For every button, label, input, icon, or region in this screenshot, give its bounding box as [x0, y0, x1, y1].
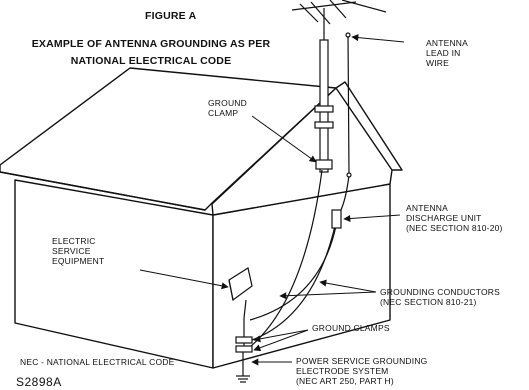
label-ground-clamps: GROUND CLAMPS [312, 323, 390, 333]
arrow-ground-clamp-1 [253, 329, 309, 343]
house-roof [0, 67, 337, 211]
ground-clamp-lower-2 [235, 345, 253, 353]
label-ground-clamp: GROUND CLAMP [208, 98, 247, 118]
arrow-ground-clamp [251, 115, 317, 163]
label-electric-service-equipment: ELECTRIC SERVICE EQUIPMENT [52, 236, 105, 266]
lead-wire-to-ground [249, 225, 337, 321]
arrow-service-equipment [139, 269, 229, 290]
house-front-wall [14, 179, 214, 369]
ground-clamp-on-mast [315, 159, 333, 170]
grounding-conductor-mast [249, 169, 323, 348]
ground-clamp-lower-1 [235, 336, 253, 344]
roof-edge-line [0, 171, 206, 211]
antenna [291, 0, 387, 173]
leader-lines [139, 34, 405, 366]
label-grounding-conductors: GROUNDING CONDUCTORS (NEC SECTION 810-21… [380, 287, 501, 307]
roof-ridge-edge [335, 81, 403, 171]
figure-subtitle-line-2: NATIONAL ELECTRICAL CODE [70, 55, 232, 67]
label-power-service-grounding: POWER SERVICE GROUNDING ELECTRODE SYSTEM… [296, 356, 428, 386]
mast-strap-2 [314, 121, 334, 129]
figure-code: S2898A [16, 375, 62, 389]
mast-strap-1 [314, 105, 334, 113]
antenna-boom [291, 1, 357, 11]
figure-subtitle: EXAMPLE OF ANTENNA GROUNDING AS PER NATI… [0, 36, 302, 70]
equipment [228, 209, 342, 353]
wires [236, 32, 352, 383]
figure-title: FIGURE A [145, 10, 197, 22]
nec-note: NEC - NATIONAL ELECTRICAL CODE [20, 357, 175, 367]
arrow-ground-clamp-2 [253, 329, 309, 352]
label-antenna-lead-in-wire: ANTENNA LEAD IN WIRE [426, 38, 469, 68]
antenna-discharge-unit [331, 209, 342, 229]
figure-subtitle-line-1: EXAMPLE OF ANTENNA GROUNDING AS PER [31, 38, 271, 50]
label-antenna-discharge-unit: ANTENNA DISCHARGE UNIT (NEC SECTION 810-… [406, 203, 503, 233]
arrow-grounding-conductor-2 [319, 279, 377, 293]
arrow-discharge-unit [343, 214, 401, 223]
arrow-grounding-conductor-1 [279, 291, 377, 300]
arrow-lead-in-wire [351, 34, 405, 43]
